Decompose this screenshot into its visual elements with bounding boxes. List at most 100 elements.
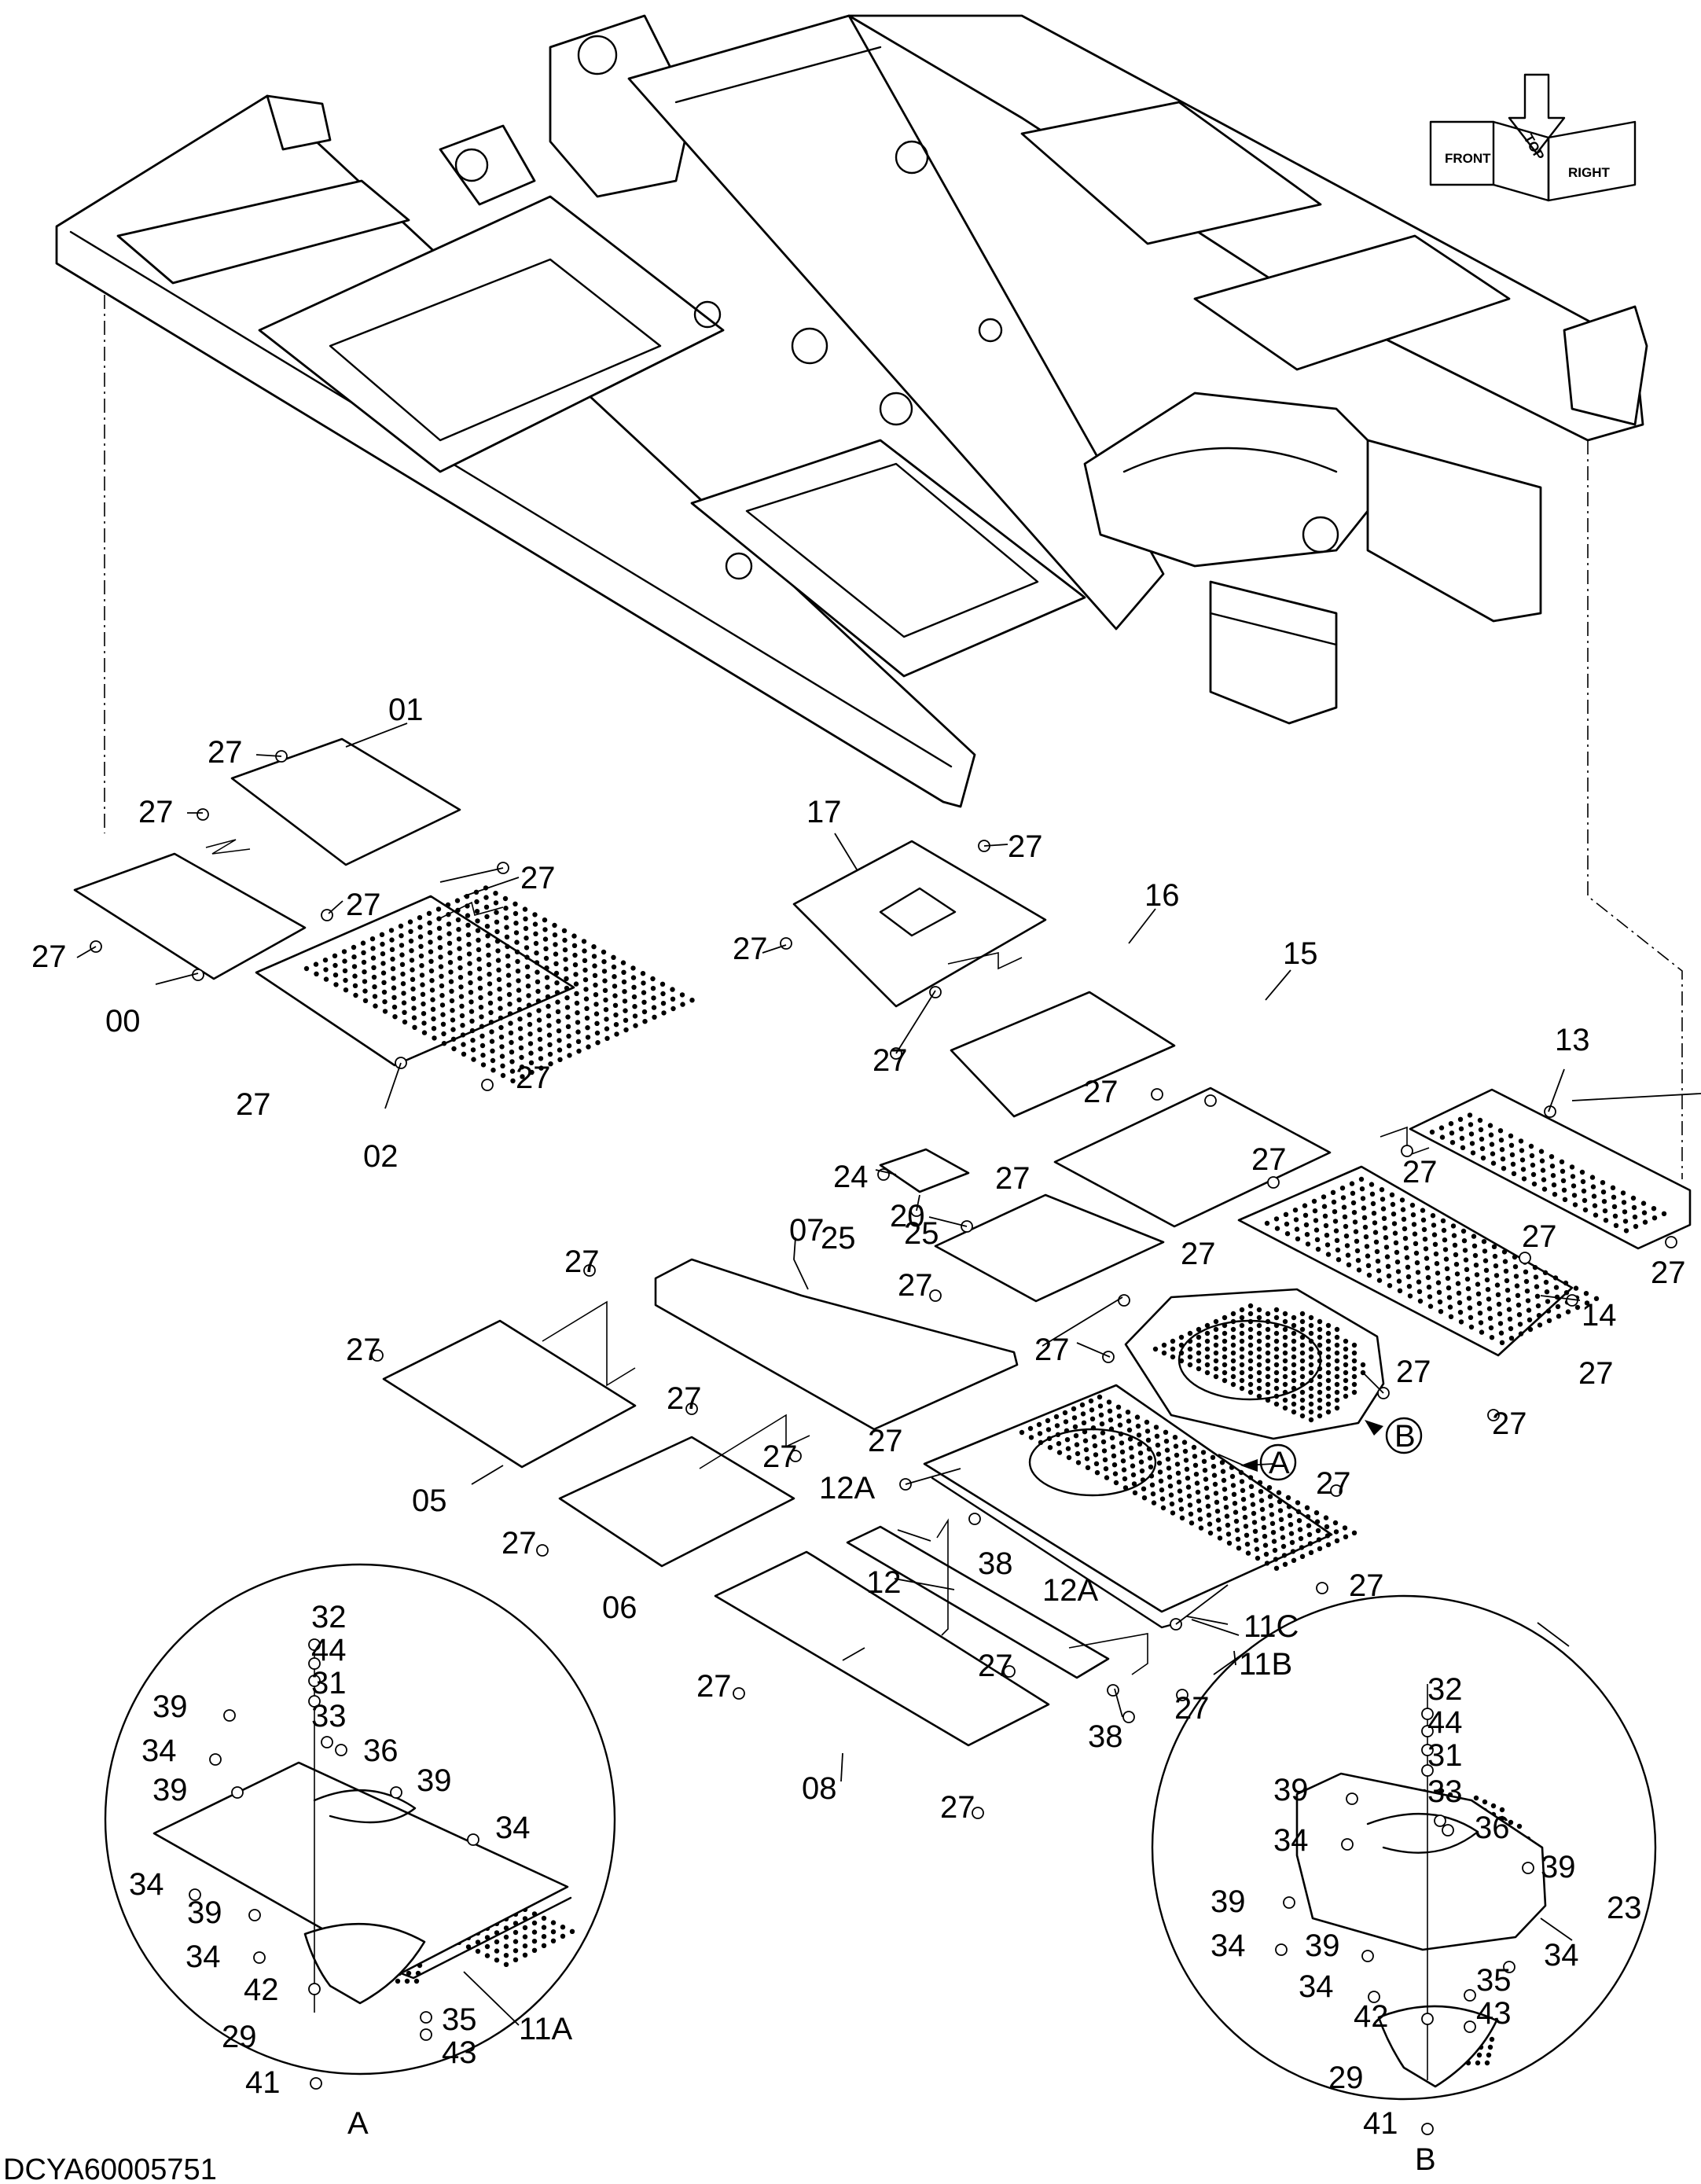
perforation-hole — [399, 961, 406, 968]
perforation-hole — [1198, 1525, 1204, 1531]
perforation-hole — [398, 923, 404, 929]
perforation-hole — [1584, 1300, 1590, 1306]
perforation-hole — [1471, 1243, 1478, 1249]
perforation-hole — [1325, 1330, 1332, 1337]
perforation-hole — [1259, 1506, 1266, 1513]
perforation-hole — [1476, 2052, 1482, 2058]
perforation-hole — [1195, 1489, 1201, 1495]
perforation-hole — [1187, 1362, 1193, 1368]
perforation-hole — [1204, 1338, 1211, 1344]
perforation-hole — [1291, 1393, 1297, 1399]
perforation-hole — [1290, 1549, 1296, 1554]
perforation-hole — [1459, 1135, 1465, 1142]
perforation-hole — [498, 1024, 504, 1031]
perforation-hole — [1266, 1485, 1273, 1491]
perforation-hole — [1500, 1156, 1506, 1162]
perforation-hole — [1196, 1350, 1202, 1356]
plate-12 — [846, 1525, 1110, 1679]
perforation-hole — [538, 1056, 544, 1061]
perforation-hole — [362, 998, 369, 1004]
perforation-hole — [1288, 1522, 1294, 1528]
perforation-hole — [418, 943, 424, 950]
perforation-hole — [399, 933, 404, 939]
perforation-hole — [1243, 1524, 1249, 1529]
perforation-hole — [527, 1041, 534, 1046]
perforation-hole — [1176, 1480, 1182, 1485]
perforation-hole — [1507, 1316, 1513, 1322]
perforation-hole — [1325, 1409, 1332, 1415]
perforation-hole — [1287, 1513, 1293, 1519]
perforation-hole — [332, 973, 339, 978]
perforation-hole — [525, 984, 531, 989]
perforation-hole — [623, 1008, 628, 1013]
perforation-hole — [1117, 1422, 1123, 1428]
perforation-hole — [595, 1040, 601, 1046]
perforation-hole — [651, 995, 656, 1001]
bolt — [1421, 1744, 1434, 1756]
perforation-hole — [1137, 1441, 1143, 1447]
perforation-hole — [1360, 1196, 1366, 1201]
perforation-hole — [532, 921, 538, 927]
perforation-hole — [1299, 1545, 1305, 1550]
perforation-hole — [1480, 1155, 1486, 1161]
perforation-hole — [1572, 1202, 1578, 1208]
perforation-hole — [1452, 1242, 1458, 1248]
perforation-hole — [1486, 1306, 1493, 1311]
perforation-hole — [1081, 1420, 1087, 1426]
perforation-hole — [1308, 1550, 1314, 1556]
perforation-hole — [1470, 1150, 1476, 1156]
perforation-hole — [1542, 1270, 1549, 1276]
perforation-hole — [524, 936, 529, 941]
perforation-hole — [408, 928, 413, 935]
bolt — [467, 1833, 479, 1846]
perforation-hole — [489, 1039, 495, 1044]
perforation-hole — [1461, 1238, 1468, 1244]
perforation-hole — [342, 958, 347, 964]
callout-27: 27 — [762, 1439, 798, 1474]
perforation-hole — [1308, 1322, 1314, 1329]
perforation-hole — [1403, 1245, 1409, 1251]
perforation-hole — [1113, 1480, 1119, 1486]
bolt — [1464, 1989, 1476, 2002]
perforation-hole — [563, 966, 569, 972]
perforation-hole — [1464, 1276, 1471, 1282]
perforation-hole — [1563, 1280, 1569, 1286]
perforation-hole — [1256, 1330, 1262, 1337]
perforation-hole — [650, 976, 656, 982]
perforation-hole — [513, 1929, 519, 1936]
perforation-hole — [1334, 1237, 1340, 1244]
perforation-hole — [1632, 1214, 1638, 1220]
perforation-hole — [1334, 1358, 1340, 1364]
perforation-hole — [1247, 1303, 1254, 1309]
perforation-hole — [470, 1047, 476, 1053]
perforation-hole — [1442, 1237, 1448, 1243]
perforation-hole — [1188, 1511, 1194, 1517]
perforation-hole — [1541, 1177, 1547, 1182]
perforation-hole — [1045, 1427, 1052, 1432]
callout-27: 27 — [236, 1087, 271, 1122]
perforation-hole — [1592, 1203, 1598, 1208]
perforation-hole — [1499, 1147, 1505, 1153]
a-callout-39: 39 — [187, 1895, 222, 1930]
perforation-hole — [1064, 1428, 1070, 1434]
perforation-hole — [621, 979, 627, 985]
perforation-hole — [1490, 1160, 1497, 1166]
perforation-hole — [601, 949, 607, 955]
perforation-hole — [1074, 1442, 1080, 1447]
perforation-hole — [1157, 1469, 1163, 1475]
perforation-hole — [651, 1005, 657, 1010]
perforation-hole — [1580, 1178, 1586, 1185]
perforation-hole — [314, 971, 319, 977]
perforation-hole — [1449, 1140, 1456, 1145]
perforation-hole — [1082, 1429, 1088, 1435]
perforation-hole — [1380, 1197, 1386, 1202]
perforation-hole — [536, 1008, 542, 1013]
perforation-hole — [1273, 1354, 1280, 1360]
callout-27: 27 — [1181, 1237, 1216, 1271]
perforation-hole — [1159, 1487, 1165, 1493]
perforation-hole — [1196, 1358, 1202, 1364]
perforation-hole — [1210, 1454, 1216, 1461]
perforation-hole — [1332, 1219, 1339, 1224]
perforation-hole — [1282, 1318, 1288, 1325]
b-callout-34: 34 — [1544, 1938, 1579, 1973]
